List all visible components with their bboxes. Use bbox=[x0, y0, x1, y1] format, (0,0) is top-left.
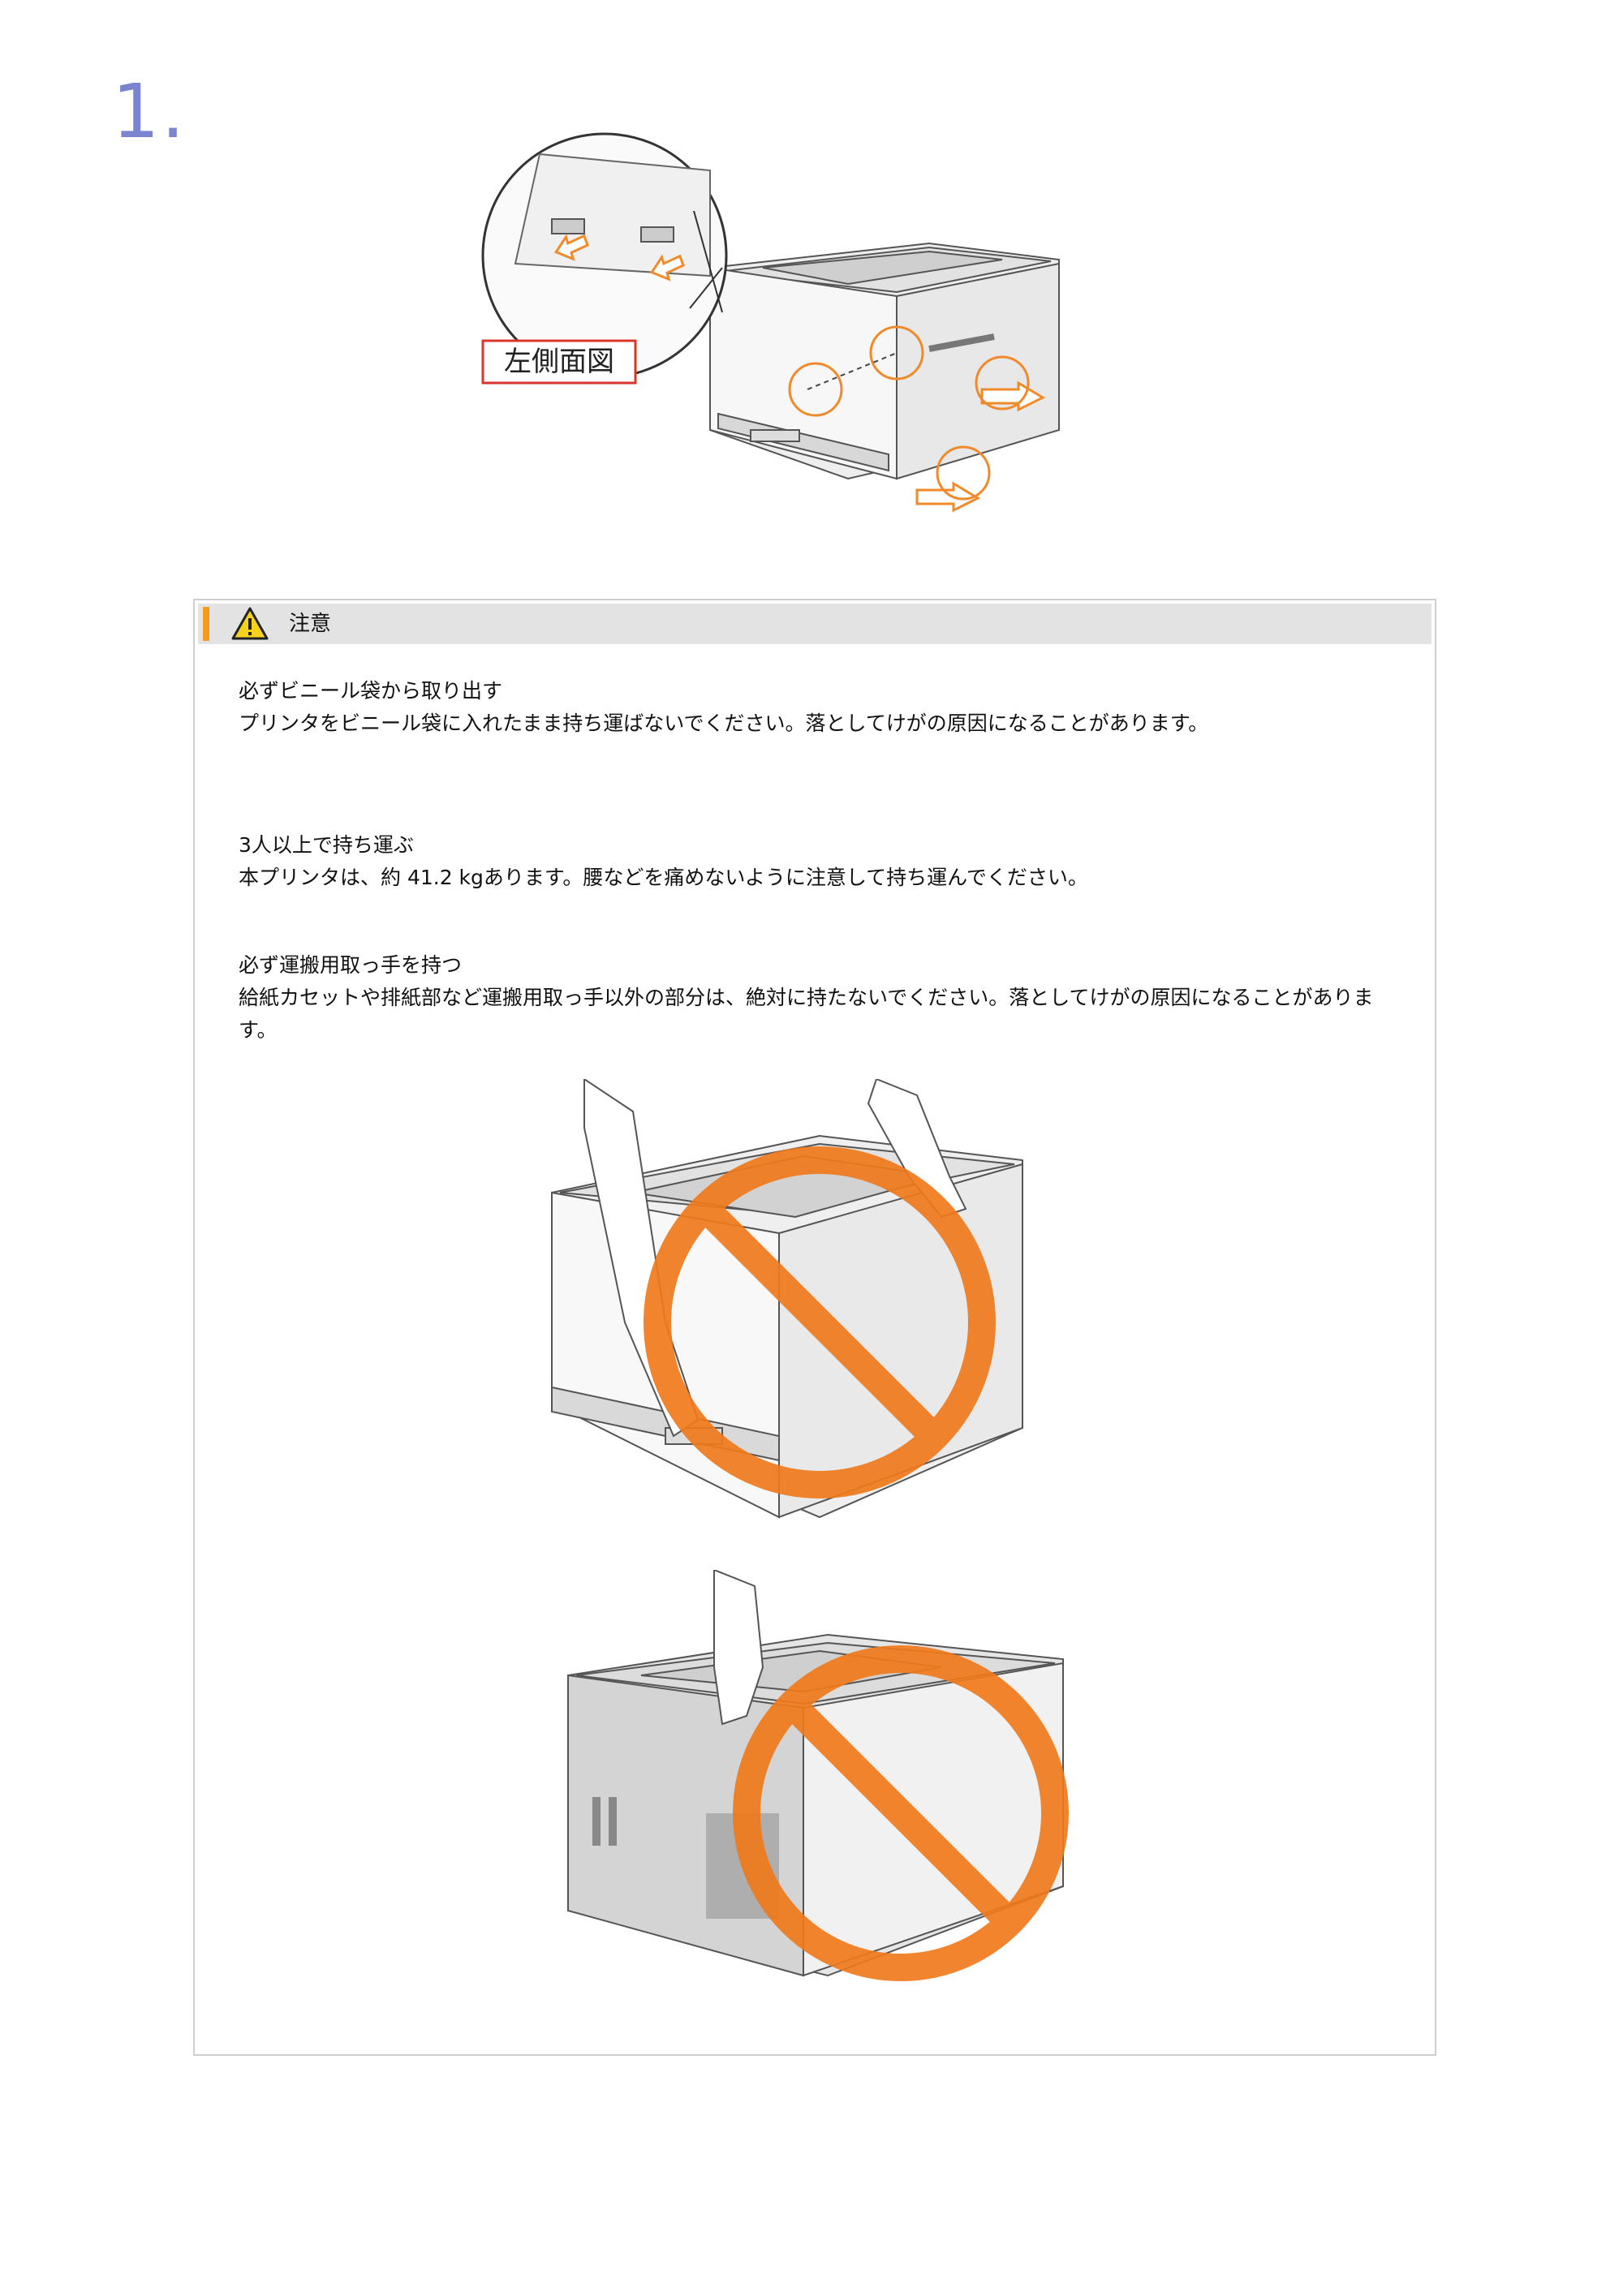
printer-handles-figure: 左側面図 bbox=[481, 132, 1060, 513]
caution-section-title: 必ず運搬用取っ手を持つ bbox=[239, 953, 463, 977]
caution-header: 注意 bbox=[198, 604, 1431, 644]
handle-position-marks bbox=[788, 325, 1030, 501]
caution-section-body: 本プリンタは、約 41.2 kgあります。腰などを痛めないように注意して持ち運ん… bbox=[239, 866, 1088, 889]
prohibited-top-lift-figure bbox=[567, 1570, 1069, 1981]
caution-section-body: 給紙カセットや排紙部など運搬用取っ手以外の部分は、絶対に持たないでください。落と… bbox=[239, 986, 1374, 1042]
caution-section-title: 必ずビニール袋から取り出す bbox=[239, 679, 503, 703]
prohibited-icon bbox=[733, 1645, 1069, 1981]
prohibited-front-lift-figure bbox=[551, 1079, 1023, 1519]
prohibited-icon bbox=[644, 1146, 996, 1498]
caution-title: 注意 bbox=[289, 612, 332, 636]
warning-triangle-icon bbox=[231, 607, 269, 640]
caution-section-three-people: 3人以上で持ち運ぶ 本プリンタは、約 41.2 kgあります。腰などを痛めないよ… bbox=[239, 829, 1407, 894]
lift-arrow-icon bbox=[553, 234, 1046, 513]
left-side-view-label: 左側面図 bbox=[504, 346, 614, 378]
caution-section-body: プリンタをビニール袋に入れたまま持ち運ばないでください。落としてけがの原因になる… bbox=[239, 712, 1209, 735]
hand-illustration bbox=[713, 1570, 764, 1726]
printer-illustration bbox=[709, 242, 1060, 480]
caution-section-title: 3人以上で持ち運ぶ bbox=[239, 833, 414, 857]
step-number: 1. bbox=[112, 68, 187, 155]
caution-box: 注意 必ずビニール袋から取り出す プリンタをビニール袋に入れたまま持ち運ばないで… bbox=[193, 599, 1436, 2056]
caution-accent-bar bbox=[203, 607, 209, 641]
caution-section-plastic-bag: 必ずビニール袋から取り出す プリンタをビニール袋に入れたまま持ち運ばないでくださ… bbox=[239, 675, 1407, 740]
caution-section-handles: 必ず運搬用取っ手を持つ 給紙カセットや排紙部など運搬用取っ手以外の部分は、絶対に… bbox=[239, 949, 1407, 1047]
